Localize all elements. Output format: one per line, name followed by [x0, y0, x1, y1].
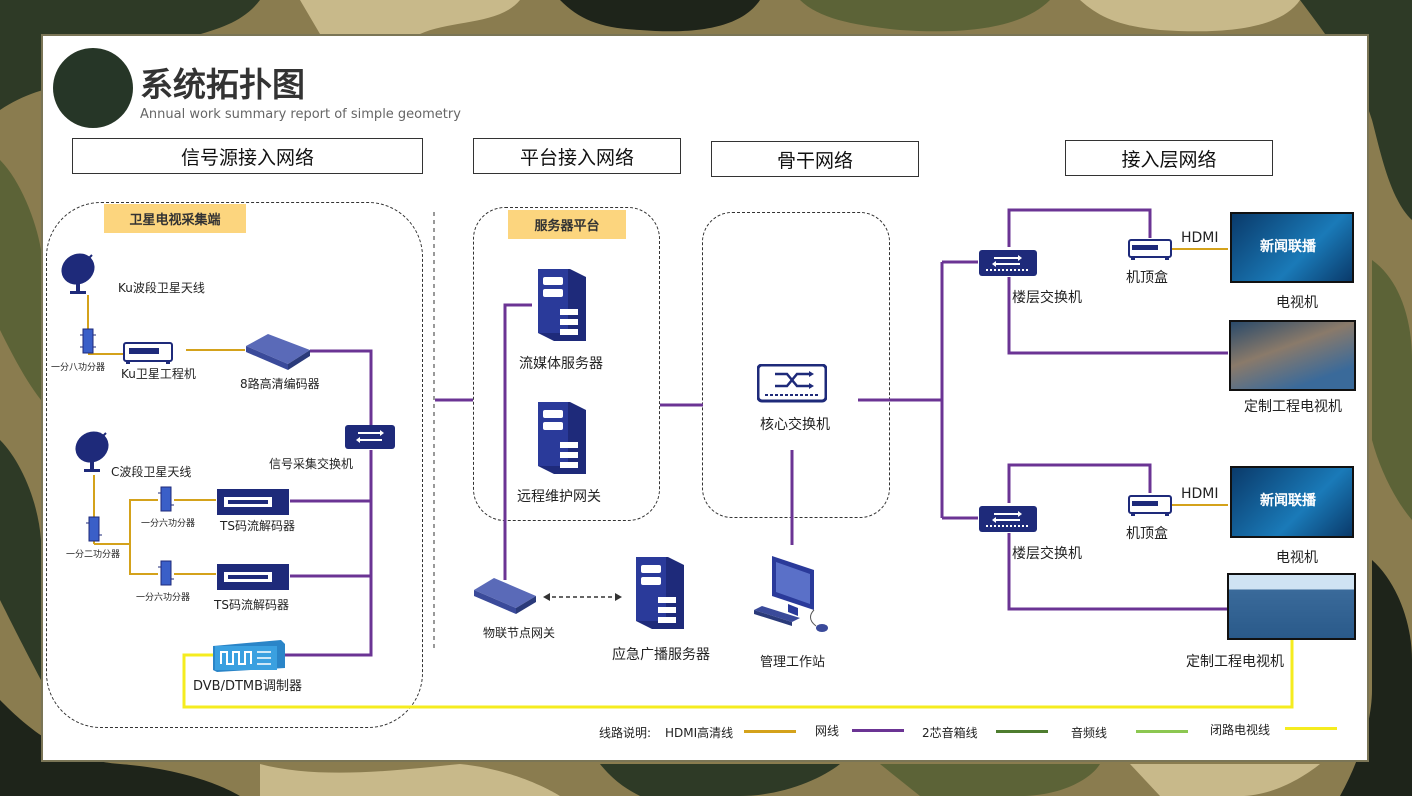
legend-item-hdmi: HDMI高清线 [665, 726, 734, 740]
tv-screen-text: 新闻联播 [1260, 493, 1316, 509]
label-splitter2: 一分二功分器 [66, 550, 121, 560]
label-floor-switch: 楼层交换机 [1012, 546, 1082, 562]
label-splitter8: 一分八功分器 [51, 363, 106, 373]
label-set-top-box: 机顶盒 [1126, 270, 1168, 286]
modulator-icon [213, 640, 285, 672]
label-ts1: TS码流解码器 [220, 519, 295, 533]
label-splitter6a: 一分六功分器 [141, 519, 196, 529]
section-header-platform: 平台接入网络 [473, 138, 681, 174]
label-modulator: DVB/DTMB调制器 [193, 679, 303, 694]
set-top-box-icon [1128, 239, 1172, 260]
label-stream-server: 流媒体服务器 [519, 356, 603, 372]
encoder-icon [246, 334, 310, 370]
section-header-backbone: 骨干网络 [711, 141, 919, 177]
label-core-switch: 核心交换机 [760, 417, 830, 433]
custom-tv-screen [1227, 573, 1356, 640]
tv-screen-text: 新闻联播 [1260, 239, 1316, 255]
label-iot-gateway: 物联节点网关 [483, 626, 556, 640]
page-title: 系统拓扑图 [140, 65, 305, 104]
legend-swatch-network [852, 729, 904, 732]
splitter-icon [158, 486, 174, 512]
workstation-icon [754, 556, 828, 632]
iot-gateway-icon [474, 578, 536, 614]
server-region [473, 207, 660, 521]
server-icon [538, 269, 586, 341]
label-workstation: 管理工作站 [760, 655, 826, 670]
title-circle [53, 48, 133, 128]
backbone-region [702, 212, 890, 518]
tv-screen: 新闻联播 [1230, 212, 1354, 283]
switch-icon [345, 425, 395, 449]
label-signal-switch: 信号采集交换机 [269, 457, 354, 471]
tag-satellite-collection: 卫星电视采集端 [104, 204, 246, 233]
label-set-top-box: 机顶盒 [1126, 526, 1168, 542]
label-hdmi: HDMI [1181, 486, 1219, 502]
legend-item-cctv: 闭路电视线 [1210, 723, 1271, 737]
cctv-line [182, 640, 1294, 709]
server-icon [636, 557, 684, 629]
label-emergency-server: 应急广播服务器 [612, 647, 710, 663]
label-tv: 电视机 [1276, 295, 1318, 311]
legend-swatch-hdmi [744, 730, 796, 733]
switch-icon [979, 250, 1037, 276]
custom-tv-screen [1229, 320, 1356, 391]
hdmi-lines [87, 248, 1228, 575]
c-satellite-dish-icon [75, 431, 109, 472]
core-switch-icon [757, 364, 827, 403]
label-encoder: 8路高清编码器 [240, 377, 320, 391]
label-c-antenna: C波段卫星天线 [111, 465, 192, 479]
tag-server-platform: 服务器平台 [508, 210, 626, 239]
label-tv: 电视机 [1276, 550, 1318, 566]
label-ku-receiver: Ku卫星工程机 [121, 367, 196, 381]
legend-swatch-audio [1136, 730, 1188, 733]
legend-prefix: 线路说明: [599, 726, 652, 740]
page-subtitle: Annual work summary report of simple geo… [140, 107, 461, 122]
set-top-box-icon [1128, 495, 1172, 516]
legend-item-audio: 音频线 [1071, 726, 1108, 740]
section-header-access: 接入层网络 [1065, 140, 1273, 176]
section-header-signal-source: 信号源接入网络 [72, 138, 423, 174]
splitter-icon [86, 516, 102, 542]
label-floor-switch: 楼层交换机 [1012, 290, 1082, 306]
tv-screen: 新闻联播 [1230, 466, 1354, 538]
switch-icon [979, 506, 1037, 532]
ku-receiver-icon [123, 342, 173, 364]
ts-decoder-icon [217, 489, 289, 515]
splitter-icon [158, 560, 174, 586]
label-remote-gateway: 远程维护网关 [517, 489, 601, 505]
label-custom-tv: 定制工程电视机 [1244, 399, 1342, 415]
legend-item-network: 网线 [815, 724, 840, 738]
ku-satellite-dish-icon [61, 253, 95, 294]
label-custom-tv: 定制工程电视机 [1186, 654, 1284, 670]
server-icon [538, 402, 586, 474]
label-hdmi: HDMI [1181, 230, 1219, 246]
label-ts2: TS码流解码器 [214, 598, 289, 612]
splitter-icon [80, 328, 96, 354]
label-splitter6b: 一分六功分器 [136, 593, 191, 603]
legend-item-speaker: 2芯音箱线 [922, 726, 978, 740]
satellite-region [46, 202, 423, 728]
network-lines [284, 208, 1228, 657]
ts-decoder-icon [217, 564, 289, 590]
label-ku-antenna: Ku波段卫星天线 [118, 281, 205, 295]
legend-swatch-speaker [996, 730, 1048, 733]
legend-swatch-cctv [1285, 727, 1337, 730]
